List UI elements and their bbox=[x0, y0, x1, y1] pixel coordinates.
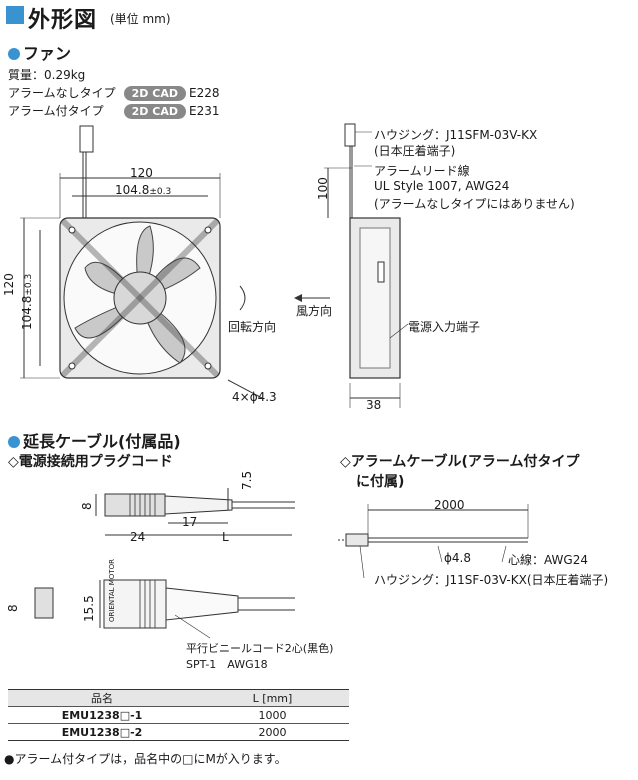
footnote: ●アラーム付タイプは，品名中の□にMが入ります。 bbox=[4, 752, 287, 766]
table-row: EMU1238□-1 1000 bbox=[8, 706, 349, 724]
dim-17: 17 bbox=[182, 515, 198, 529]
fan-mass: 質量：0.29kg bbox=[8, 68, 86, 82]
dim-104-top: 104.8±0.3 bbox=[115, 183, 172, 197]
dim-38: 38 bbox=[366, 398, 382, 412]
dim-8a: 8 bbox=[80, 502, 94, 510]
alarm-lead-label: アラームリード線 bbox=[374, 164, 470, 178]
alarm-cable-drawing bbox=[338, 504, 529, 579]
bullet-dot-icon bbox=[8, 48, 20, 60]
title-unit: (単位 mm) bbox=[110, 12, 171, 26]
cord-label-1: 平行ビニールコード2心(黒色) bbox=[186, 642, 334, 655]
table-row: EMU1238□-2 2000 bbox=[8, 723, 349, 741]
housing-label: ハウジング：J11SFM-03V-KX bbox=[374, 128, 538, 142]
table-header-length: L [mm] bbox=[196, 689, 349, 707]
core-label: 心線：AWG24 bbox=[508, 553, 588, 567]
plug-heading: ◇電源接続用プラグコード bbox=[8, 454, 173, 470]
ul-label: UL Style 1007, AWG24 bbox=[374, 179, 510, 193]
fan-front-view bbox=[20, 125, 263, 399]
table-header-row: 品名 L [mm] bbox=[8, 689, 349, 707]
dim-100: 100 bbox=[316, 177, 330, 200]
alarm-cable-heading-2: に付属) bbox=[356, 474, 405, 490]
dim-120-left: 120 bbox=[2, 273, 16, 296]
title-square-icon bbox=[6, 6, 24, 24]
alarm-cable-heading-1: ◇アラームケーブル(アラーム付タイプ bbox=[340, 454, 580, 470]
cord-label-2: SPT-1 AWG18 bbox=[186, 658, 268, 671]
dim-104-left: 104.8±0.3 bbox=[20, 273, 34, 330]
connector-shape bbox=[79, 125, 94, 153]
dim-15-5: 15.5 bbox=[82, 595, 96, 622]
cable-heading: 延長ケーブル(付属品) bbox=[8, 428, 181, 452]
bullet-dot-icon bbox=[8, 436, 20, 448]
product-table: 品名 L [mm] EMU1238□-1 1000 EMU1238□-2 200… bbox=[8, 689, 349, 741]
plug-cord-drawing bbox=[34, 488, 295, 639]
rotation-label: 回転方向 bbox=[228, 320, 277, 334]
fan-side-view bbox=[294, 123, 409, 408]
dim-8b: 8 bbox=[6, 604, 20, 612]
cad-badge[interactable]: 2D CAD bbox=[123, 86, 186, 101]
dim-120-top: 120 bbox=[130, 166, 153, 180]
fan-heading: ファン bbox=[8, 40, 71, 64]
power-terminal-label: 電源入力端子 bbox=[408, 320, 481, 334]
dim-24: 24 bbox=[130, 530, 146, 544]
housing-sub-label: (日本圧着端子) bbox=[374, 144, 456, 158]
table-header-name: 品名 bbox=[8, 689, 196, 707]
cad-badge[interactable]: 2D CAD bbox=[123, 104, 186, 119]
alarm-note-label: (アラームなしタイプにはありません) bbox=[374, 197, 575, 211]
alarm-housing-label: ハウジング：J11SF-03V-KX(日本圧着端子) bbox=[374, 573, 609, 587]
page-title: 外形図 bbox=[28, 8, 98, 33]
wind-label: 風方向 bbox=[296, 304, 333, 318]
dim-2000: 2000 bbox=[434, 498, 465, 512]
dim-7-5: 7.5 bbox=[240, 470, 254, 490]
plug-brand: ORIENTAL MOTOR bbox=[108, 559, 116, 622]
holes-label: 4×ϕ4.3 bbox=[232, 390, 277, 404]
dim-4-8: ϕ4.8 bbox=[444, 551, 471, 565]
dim-l: L bbox=[222, 530, 229, 544]
